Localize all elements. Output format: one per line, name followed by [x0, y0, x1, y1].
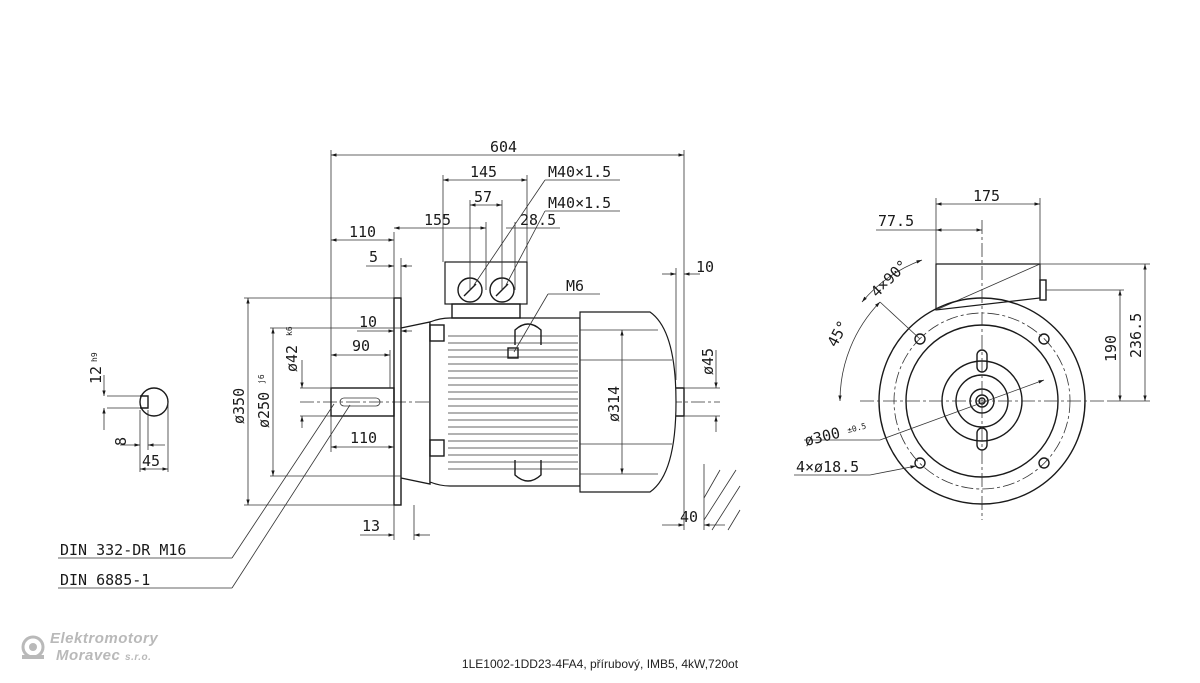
dim-155: 155	[424, 211, 451, 229]
dim-110-bottom: 110	[350, 429, 377, 447]
dim-110-top: 110	[349, 223, 376, 241]
bolt-top	[429, 324, 445, 342]
fan-cap	[676, 387, 685, 417]
bolt-hole-3	[914, 457, 926, 469]
dim-12: 12	[87, 366, 105, 384]
bolt-hole-4	[1038, 457, 1050, 469]
dim-8: 8	[112, 437, 130, 446]
lifting-eye-top	[514, 323, 542, 345]
dim-10-left: 10	[359, 313, 377, 331]
dim-190: 190	[1102, 335, 1120, 362]
dim-145: 145	[470, 163, 497, 181]
keyway-outline	[140, 395, 149, 409]
logo-company: Moravec	[56, 647, 121, 664]
label-m40-1: M40×1.5	[548, 163, 611, 181]
side-view: 604 145 57 155 28.5 M40×1.5 M40×1.5 110	[58, 138, 741, 589]
dim-42-tolerance: k6	[285, 326, 294, 336]
logo-line-1: Elektromotory	[50, 630, 159, 647]
label-m6: M6	[566, 277, 584, 295]
label-din-332: DIN 332-DR M16	[60, 541, 186, 559]
dim-300-tolerance: ±0.5	[846, 422, 867, 435]
dim-90: 90	[352, 337, 370, 355]
dim-250: ø250	[255, 392, 273, 428]
shaft-key	[339, 397, 381, 407]
dim-175: 175	[973, 187, 1000, 205]
front-view: 175 77.5 190 236.5 4×90° 45° ø300 ±0.5 4…	[794, 187, 1150, 520]
dim-5: 5	[369, 248, 378, 266]
key-detail: 12 h9 8 45	[87, 352, 169, 472]
dim-45: ø45	[699, 348, 717, 375]
company-logo: Elektromotory Moravec s.r.o.	[20, 630, 158, 666]
dim-42: ø42	[283, 345, 301, 372]
bolt-hole-1	[914, 333, 926, 345]
motor-logo-icon	[21, 635, 45, 659]
dim-13: 13	[362, 517, 380, 535]
dim-4x18-5: 4×ø18.5	[796, 458, 859, 476]
bolt-bottom	[429, 439, 445, 457]
dim-314: ø314	[605, 386, 623, 422]
wall-hatch	[703, 469, 741, 531]
earth-terminal	[507, 347, 519, 359]
shaft-section-circle	[139, 387, 169, 417]
dim-604: 604	[490, 138, 517, 156]
dim-45-key: 45	[142, 452, 160, 470]
label-din-6885: DIN 6885-1	[60, 571, 150, 589]
dim-28-5: 28.5	[520, 211, 556, 229]
dim-77-5: 77.5	[878, 212, 914, 230]
fan-cowl	[579, 311, 677, 493]
dim-300: ø300	[803, 424, 842, 450]
angle-45: 45°	[824, 318, 853, 350]
label-m40-2: M40×1.5	[548, 194, 611, 212]
dim-236-5: 236.5	[1127, 313, 1145, 358]
cooling-fins	[448, 335, 578, 470]
dim-10-right: 10	[696, 258, 714, 276]
drawing-caption: 1LE1002-1DD23-4FA4, přírubový, IMB5, 4kW…	[461, 657, 739, 671]
logo-line-2: Moravec s.r.o.	[20, 647, 158, 666]
dim-350: ø350	[230, 388, 248, 424]
flange	[393, 297, 402, 506]
angle-4x90: 4×90°	[867, 256, 912, 301]
dim-250-tolerance: j6	[257, 374, 266, 384]
bolt-hole-2	[1038, 333, 1050, 345]
flange-spigot	[400, 321, 431, 485]
dim-12-tolerance: h9	[90, 352, 99, 362]
dim-57: 57	[474, 188, 492, 206]
lifting-eye-bottom	[514, 460, 542, 482]
dim-40: 40	[680, 508, 698, 526]
logo-suffix: s.r.o.	[125, 652, 152, 663]
